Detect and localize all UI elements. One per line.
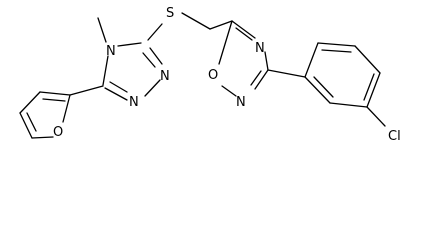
label-o-furan: O <box>53 125 63 140</box>
bond-methyl <box>97 17 107 43</box>
bond-ox-c5-n4 <box>231 20 256 39</box>
bond-ox-o1-c5 <box>218 20 233 65</box>
bond-ch2-c5ox <box>209 20 233 30</box>
molecule-diagram: N S N N O N O N Cl <box>19 6 401 144</box>
bond-fu-c5-c4-inner <box>26 112 37 132</box>
bond-triazole-c3-na-inner <box>142 52 156 68</box>
bond-ph-cl <box>366 106 386 127</box>
label-n-oxadiazole-2: N <box>236 95 246 110</box>
bond-fu-c2-o <box>62 94 71 123</box>
bond-ph-5 <box>317 42 356 47</box>
bond-ph-inner-3 <box>321 49 352 53</box>
bond-triazole-c5-n4 <box>102 55 109 86</box>
bonds <box>19 12 386 139</box>
bond-fu-o-c5 <box>31 136 54 139</box>
bond-triazole-nb-c5 <box>104 87 128 101</box>
bond-ph-4 <box>354 45 381 74</box>
label-n4-triazole: N <box>106 44 116 59</box>
bond-ox-c3-n2 <box>254 69 269 90</box>
label-chlorine: Cl <box>388 129 401 144</box>
bond-ox-n2-o1 <box>221 85 237 97</box>
bond-triazole-c3-na <box>149 47 163 65</box>
bond-ox-n4-c3 <box>264 51 269 71</box>
bond-fu-c3-c2-inner <box>42 98 66 102</box>
bond-c5-furan <box>69 85 104 96</box>
bond-fu-c5-c4 <box>19 112 33 139</box>
bond-ph-inner-1 <box>313 76 334 98</box>
bond-ox-c5-n4-inner <box>235 27 253 41</box>
label-n-triazole-a: N <box>160 69 170 84</box>
bond-ph-3 <box>366 72 381 108</box>
bond-ph-2 <box>329 102 368 108</box>
label-n-triazole-b: N <box>129 95 139 110</box>
atom-labels: N S N N O N O N Cl <box>53 6 401 144</box>
bond-ph-inner-2 <box>363 73 375 101</box>
label-sulfur: S <box>166 6 174 21</box>
label-o-oxadiazole: O <box>208 68 218 83</box>
bond-ox-c3-n2-inner <box>250 70 262 86</box>
bond-fu-c4-c3 <box>19 91 41 114</box>
bond-s-ch2 <box>181 12 211 30</box>
label-n-oxadiazole-4: N <box>255 41 265 56</box>
bond-triazole-nb-c5-inner <box>109 81 128 93</box>
bond-c3-s <box>147 23 163 41</box>
bond-ph-1 <box>304 76 331 104</box>
bond-ph-6 <box>304 42 319 78</box>
bond-fu-c3-c2 <box>39 91 71 96</box>
bond-triazole-n4-c3 <box>117 42 142 47</box>
bond-triazole-na-nb <box>144 79 161 97</box>
bond-ox-phenyl <box>267 69 306 78</box>
structure-canvas: N S N N O N O N Cl <box>19 6 401 144</box>
